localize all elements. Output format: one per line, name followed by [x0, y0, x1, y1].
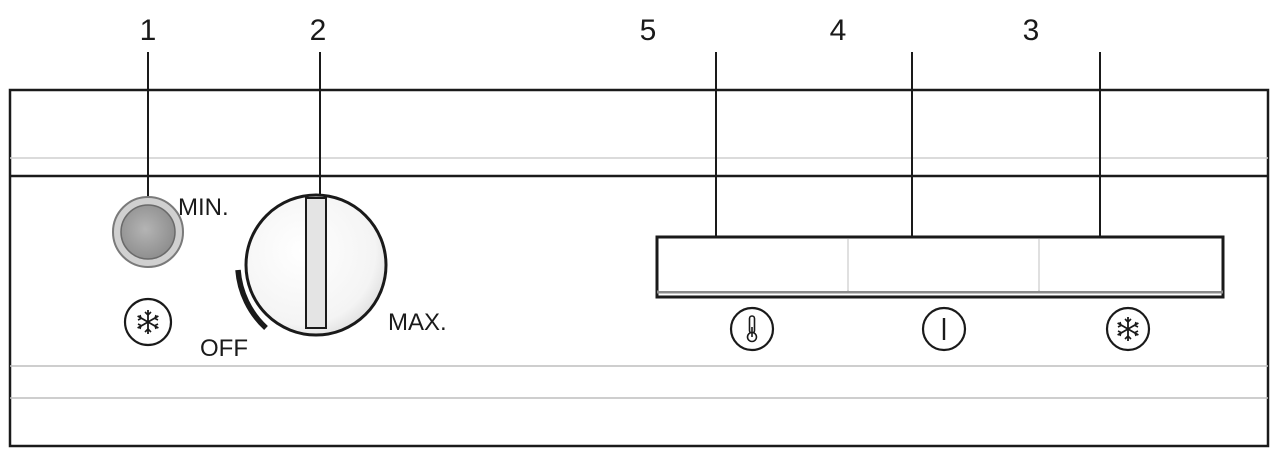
knob-grip[interactable]: [305, 197, 327, 329]
off-arc: [235, 269, 268, 331]
thermometer-icon: [729, 306, 775, 352]
power-icon: [921, 306, 967, 352]
indicator-light: [112, 196, 184, 268]
thermostat-knob[interactable]: [244, 193, 388, 337]
temperature-switch[interactable]: [659, 239, 847, 291]
max-label: MAX.: [388, 309, 447, 336]
superfreeze-switch[interactable]: [1040, 239, 1221, 291]
min-label: MIN.: [178, 194, 229, 221]
callout-2: 2: [310, 14, 327, 47]
switch-bar: [655, 235, 1225, 299]
callout-1: 1: [140, 14, 157, 47]
snowflake-icon: [123, 297, 173, 347]
snowflake-icon: [1105, 306, 1151, 352]
callout-3: 3: [1023, 14, 1040, 47]
power-switch[interactable]: [849, 239, 1038, 291]
callout-5: 5: [640, 14, 657, 47]
off-label: OFF: [200, 335, 248, 362]
callout-4: 4: [830, 14, 847, 47]
